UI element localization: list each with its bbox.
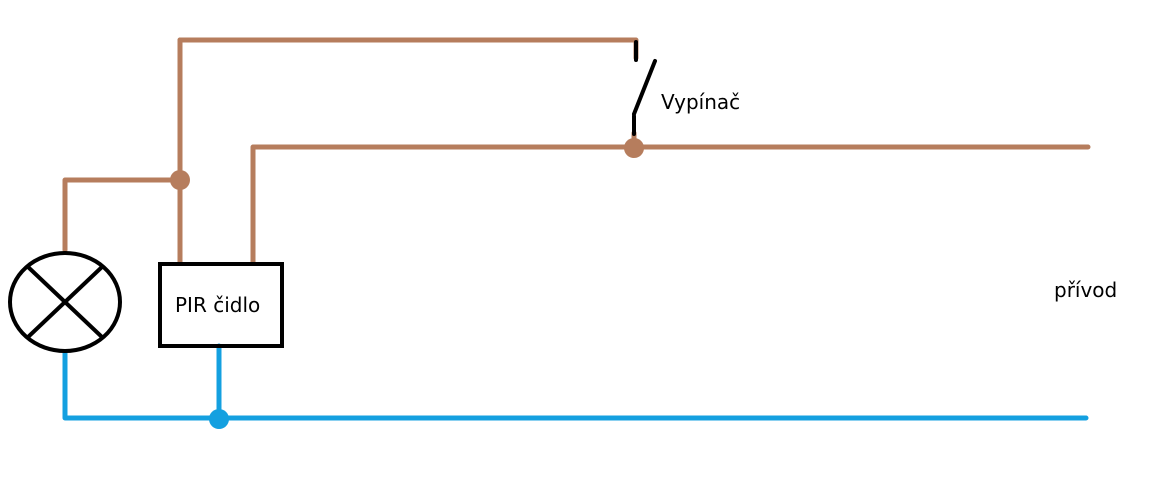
phase-wires	[62, 37, 1091, 266]
pir-sensor-box	[158, 262, 284, 348]
switch-label: Vypínač	[661, 90, 740, 114]
top-switch-wire	[177, 37, 639, 61]
switch-lever	[632, 59, 657, 116]
junction-dot-switch	[624, 138, 644, 158]
pir-sensor-label: PIR čidlo	[175, 293, 260, 317]
neutral-wires	[62, 343, 1089, 421]
lamp-feed-wire	[62, 177, 183, 253]
junction-dot-neutral	[209, 409, 229, 429]
supply-phase-wire	[250, 144, 1091, 266]
lamp-icon	[8, 251, 122, 353]
supply-label: přívod	[1054, 278, 1117, 302]
switch-symbol	[632, 40, 657, 136]
neutral-wire	[62, 349, 1089, 421]
junction-dot-lamp	[170, 170, 190, 190]
